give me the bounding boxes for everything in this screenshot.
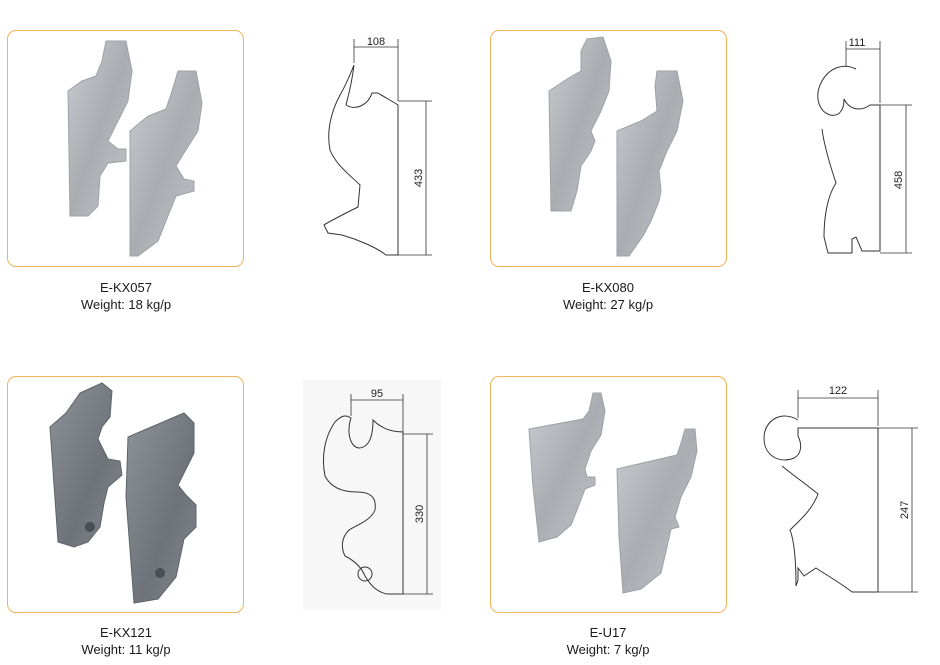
- bracket-photo: [67, 40, 203, 257]
- product-caption-kx057: E-KX057 Weight: 18 kg/p: [6, 279, 246, 313]
- dim-height: 247: [899, 501, 911, 519]
- product-weight: Weight: 18 kg/p: [80, 297, 172, 312]
- technical-drawing-u17: 122 247: [763, 385, 918, 593]
- product-code: E-KX057: [99, 280, 153, 295]
- technical-drawing-kx057: 108 433: [323, 36, 432, 256]
- product-caption-kx080: E-KX080 Weight: 27 kg/p: [488, 279, 728, 313]
- product-weight: Weight: 27 kg/p: [562, 297, 654, 312]
- dim-width: 95: [371, 388, 383, 400]
- technical-drawing-kx080: 111 458: [817, 37, 912, 254]
- bracket-photo: [49, 382, 197, 604]
- bracket-photo: [528, 392, 698, 594]
- dim-width: 122: [829, 385, 847, 397]
- product-photo-card-kx080: [490, 30, 727, 267]
- bracket-photo: [548, 36, 684, 257]
- profile-outline: [323, 64, 399, 256]
- profile-outline: [817, 65, 881, 254]
- dim-height: 330: [414, 505, 426, 523]
- dim-height: 458: [893, 171, 905, 189]
- dim-width: 111: [849, 37, 866, 49]
- product-code: E-U17: [589, 625, 627, 640]
- product-code: E-KX080: [581, 280, 635, 295]
- product-weight: Weight: 7 kg/p: [566, 642, 650, 657]
- product-photo-card-kx121: [7, 376, 244, 613]
- product-photo-card-kx057: [7, 30, 244, 267]
- profile-outline: [322, 415, 404, 595]
- product-caption-u17: E-U17 Weight: 7 kg/p: [488, 624, 728, 658]
- product-code: E-KX121: [99, 625, 153, 640]
- product-caption-kx121: E-KX121 Weight: 11 kg/p: [6, 624, 246, 658]
- dim-height: 433: [413, 169, 425, 187]
- dim-width: 108: [367, 36, 385, 48]
- product-photo-card-u17: [490, 376, 727, 613]
- product-weight: Weight: 11 kg/p: [81, 642, 171, 657]
- technical-drawing-kx121: 95 330: [303, 380, 441, 610]
- profile-outline: [763, 415, 879, 593]
